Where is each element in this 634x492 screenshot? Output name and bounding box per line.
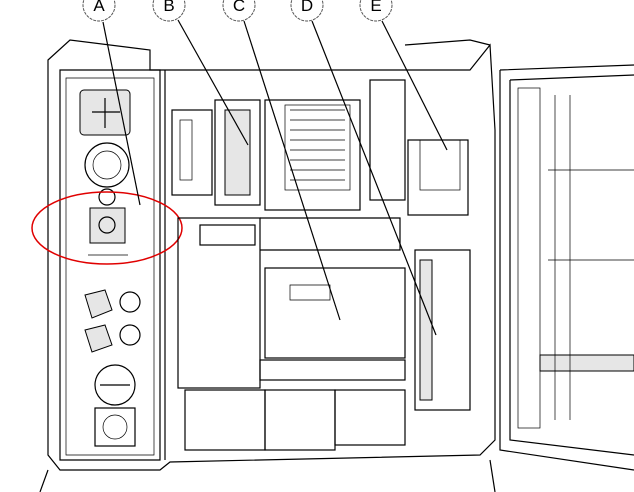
callout-A: A <box>82 0 116 22</box>
callout-C: C <box>222 0 256 22</box>
callout-label: E <box>370 0 381 15</box>
callout-label: B <box>163 0 174 15</box>
callout-E: E <box>359 0 393 22</box>
cabinet-frame <box>39 39 496 492</box>
callout-label: C <box>233 0 245 15</box>
highlight-ellipse <box>31 191 183 265</box>
cabinet-door <box>499 64 634 471</box>
upper-modules <box>171 79 469 216</box>
control-panel-left <box>79 89 141 447</box>
drive-modules <box>177 217 471 451</box>
callout-B: B <box>152 0 186 22</box>
callout-label: D <box>301 0 313 15</box>
callout-label: A <box>93 0 105 15</box>
callout-D: D <box>290 0 324 22</box>
leader-lines <box>102 19 448 336</box>
